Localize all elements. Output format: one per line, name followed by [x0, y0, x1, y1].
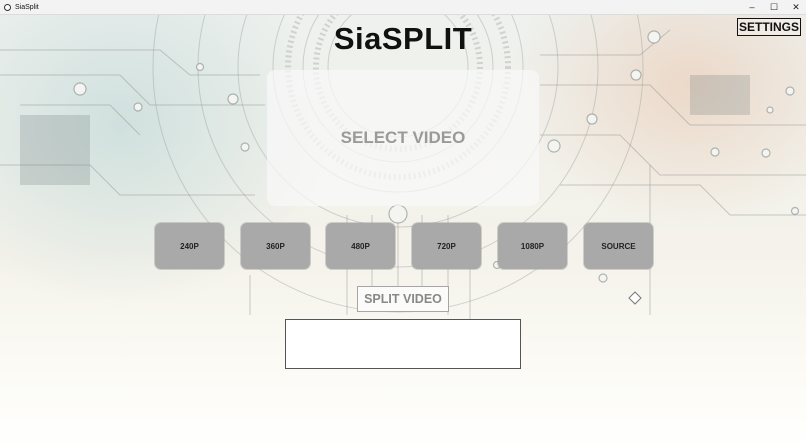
window-title: SiaSplit — [15, 3, 39, 11]
resolution-480p-button[interactable]: 480P — [326, 223, 395, 269]
select-video-label: SELECT VIDEO — [340, 128, 466, 147]
resolution-720p-button[interactable]: 720P — [412, 223, 481, 269]
select-video-button[interactable]: SELECT VIDEO — [267, 70, 539, 206]
window-title-bar: SiaSplit – ☐ ✕ — [0, 0, 806, 15]
app-title: SiaSPLIT — [333, 21, 473, 56]
close-icon[interactable]: ✕ — [792, 1, 800, 12]
resolution-source-button[interactable]: SOURCE — [584, 223, 653, 269]
app-icon — [4, 3, 11, 11]
resolution-240p-button[interactable]: 240P — [155, 223, 224, 269]
split-video-button[interactable]: SPLIT VIDEO — [357, 286, 449, 312]
settings-button[interactable]: SETTINGS — [737, 18, 801, 36]
output-log-box — [285, 319, 521, 369]
minimize-icon[interactable]: – — [749, 2, 755, 12]
maximize-icon[interactable]: ☐ — [769, 1, 779, 12]
main-canvas: SiaSPLIT SETTINGS SELECT VIDEO 240P 360P… — [0, 15, 806, 448]
circuit-background-image — [0, 15, 806, 325]
resolution-1080p-button[interactable]: 1080P — [498, 223, 567, 269]
resolution-360p-button[interactable]: 360P — [241, 223, 310, 269]
